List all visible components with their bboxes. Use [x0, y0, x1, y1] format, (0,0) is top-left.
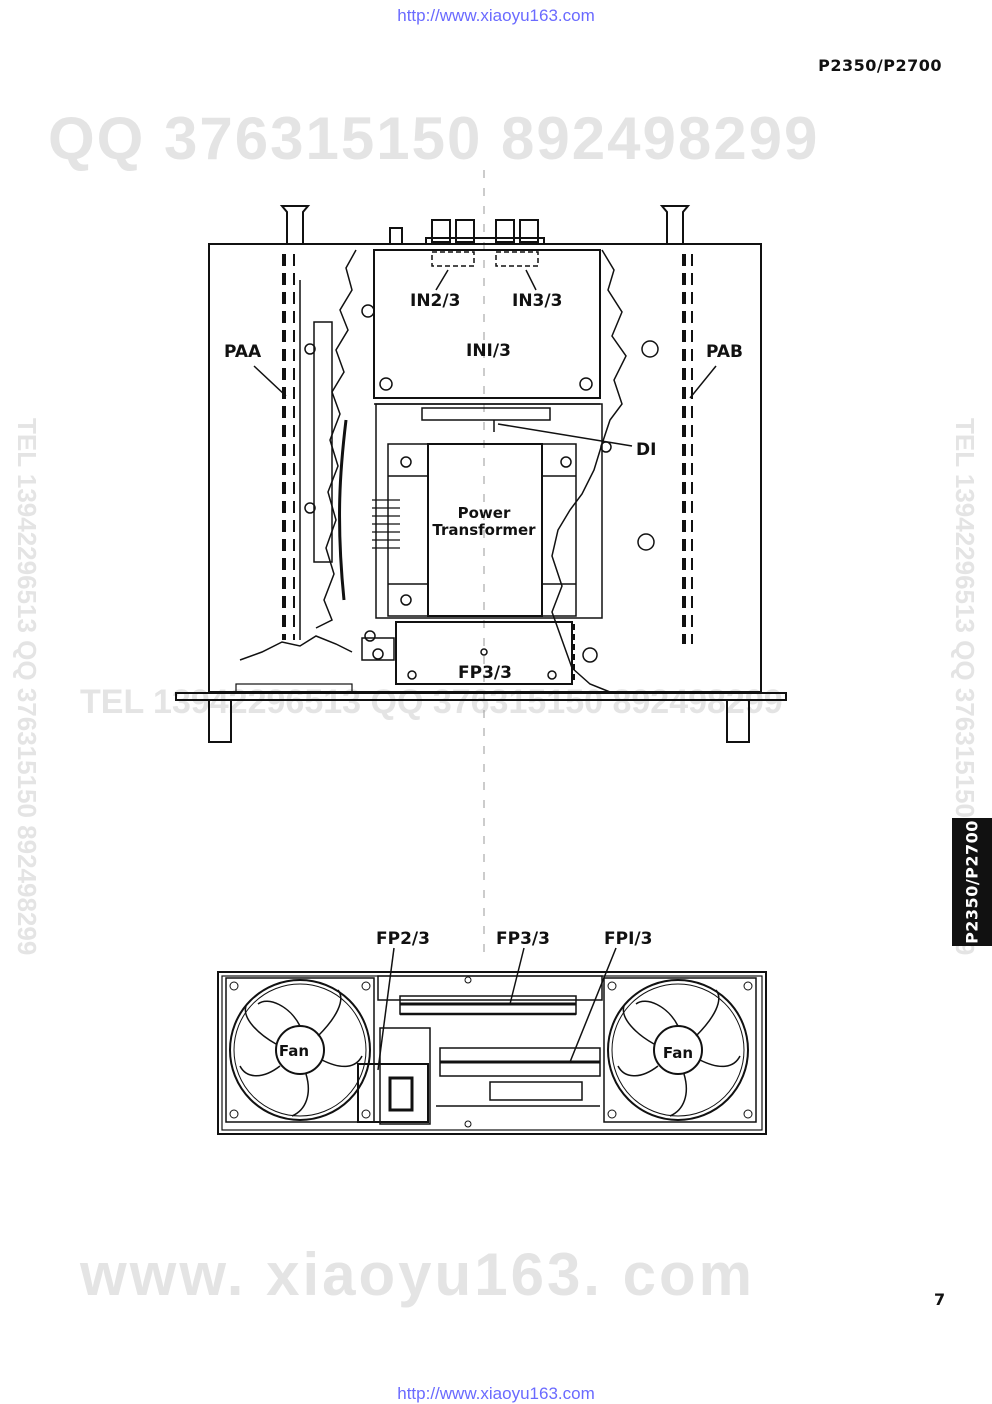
power-switch: [357, 1063, 429, 1123]
left-fan: [225, 977, 375, 1123]
top-view-diagram: [175, 205, 787, 743]
footer-url[interactable]: http://www.xiaoyu163.com: [397, 1384, 595, 1403]
fp3-board-top: [395, 621, 573, 685]
power-transformer: [427, 443, 543, 617]
label-fp1: FPI/3: [604, 929, 652, 949]
label-in3: IN3/3: [512, 291, 562, 311]
screws: [304, 304, 659, 680]
watermark-qq: QQ 376315150 892498299: [48, 105, 820, 172]
watermark-tel: TEL 13942296513 QQ 376315150 892498299: [80, 683, 783, 721]
cutaway-edge-left: [315, 249, 357, 629]
label-fan-left: Fan: [279, 1042, 309, 1060]
side-tab-label: P2350/P2700: [962, 820, 982, 944]
page-number: 7: [934, 1290, 946, 1309]
power-cable: [338, 419, 348, 601]
header-url[interactable]: http://www.xiaoyu163.com: [397, 6, 595, 25]
foot-left: [208, 699, 232, 743]
in3-connector: [495, 251, 539, 267]
rear-handle-left: [279, 205, 311, 244]
rear-handle-right: [659, 205, 691, 244]
rear-connectors: [389, 219, 545, 245]
label-paa: PAA: [224, 342, 262, 362]
label-in2: IN2/3: [410, 291, 460, 311]
label-fp2: FP2/3: [376, 929, 430, 949]
label-pab: PAB: [706, 342, 743, 362]
rear-view-diagram: [217, 947, 767, 1135]
left-bracket: [313, 321, 333, 563]
model-title: P2350/P2700: [818, 56, 942, 75]
foot-right: [726, 699, 750, 743]
side-tab: P2350/P2700: [952, 818, 992, 946]
label-power: Power: [458, 504, 511, 522]
rear-chassis-outline: [217, 971, 767, 1135]
fp2-board-rear: [379, 1027, 431, 1125]
label-in1: INI/3: [466, 341, 511, 361]
label-fan-right: Fan: [663, 1044, 693, 1062]
right-fan: [603, 977, 757, 1123]
in1-board: [373, 249, 601, 399]
cutaway-edge-right: [551, 249, 627, 693]
transformer-terminals: [372, 499, 400, 549]
label-fp3-top: FP3/3: [458, 663, 512, 683]
d1-board: [421, 407, 551, 421]
in2-connector: [431, 251, 475, 267]
label-d1: DI: [636, 440, 656, 460]
front-panel: [175, 692, 787, 701]
chassis-outline: [208, 243, 762, 693]
watermark-www: www. xiaoyu163. com: [80, 1241, 756, 1308]
label-transformer: Transformer: [432, 521, 536, 539]
label-fp3-rear: FP3/3: [496, 929, 550, 949]
